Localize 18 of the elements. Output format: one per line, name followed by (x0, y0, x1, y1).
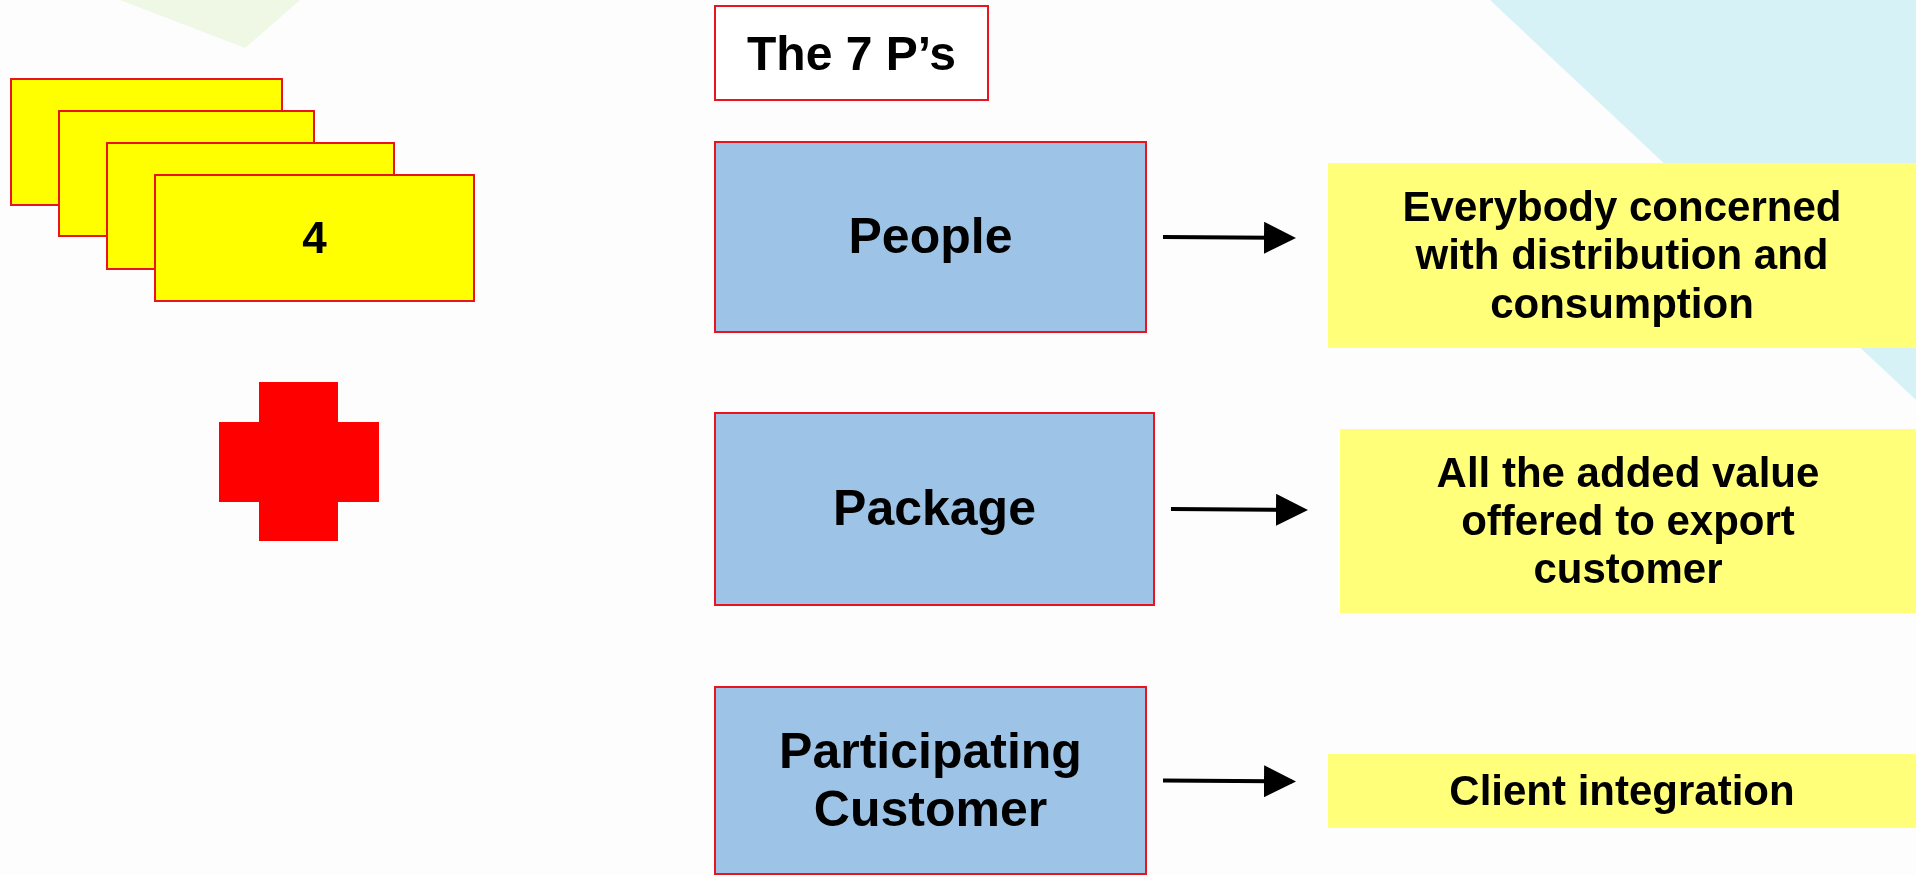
description-box (1328, 754, 1916, 828)
description-box (1328, 163, 1916, 348)
category-box (714, 141, 1147, 333)
arrow (1171, 493, 1308, 526)
description-text: Everybody concerned with distribution and consumption (1401, 183, 1843, 328)
category-name: People (848, 208, 1013, 266)
category-box (714, 686, 1147, 875)
category-name: Package (833, 480, 1036, 538)
category-name: Participating Customer (778, 723, 1083, 838)
card-number: 4 (301, 212, 328, 264)
card-stack-drawing (10, 78, 475, 302)
description-text: All the added value offered to export customer (1435, 448, 1821, 594)
arrow (1163, 765, 1296, 798)
description-box (1340, 429, 1916, 613)
category-box (714, 412, 1155, 606)
arrow (1163, 221, 1296, 254)
title: The 7 P’s (714, 5, 989, 101)
description-text: Client integration (1449, 766, 1795, 816)
